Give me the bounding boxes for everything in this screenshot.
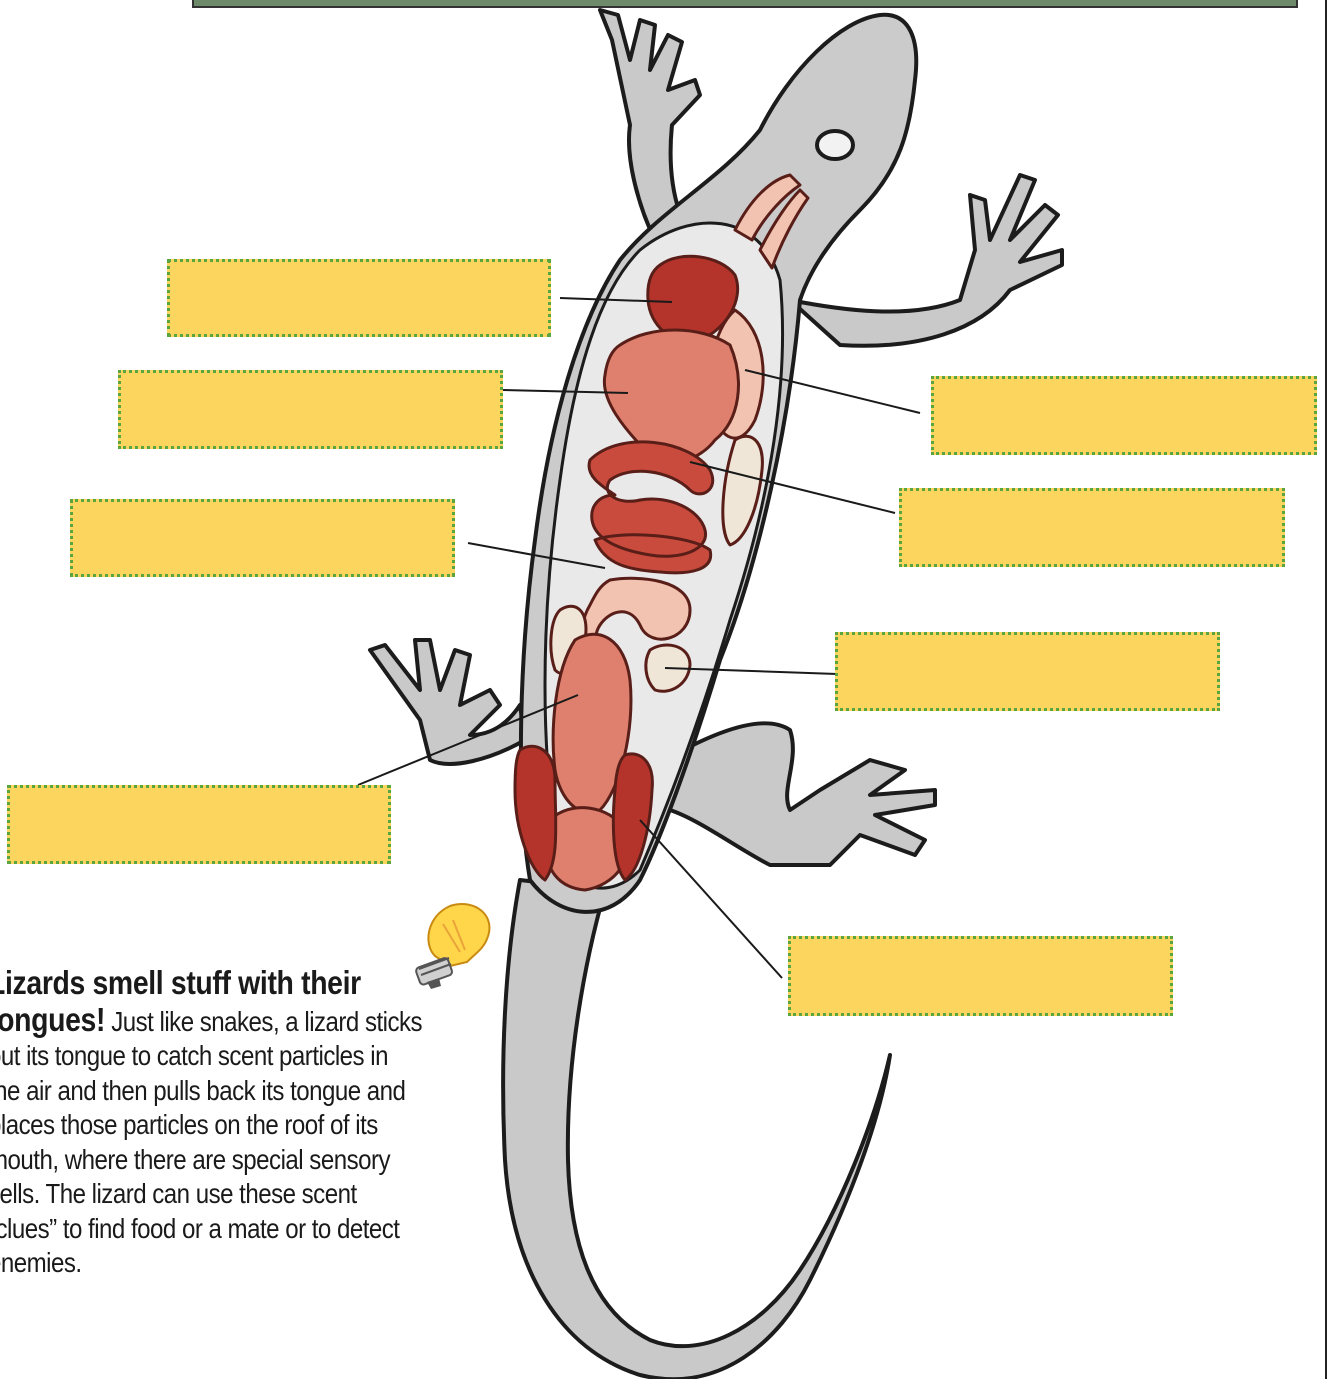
label-box-5[interactable]: [70, 499, 455, 577]
fun-fact: Lizards smell stuff with their tongues! …: [0, 966, 422, 1281]
label-box-4[interactable]: [899, 488, 1285, 567]
hind-left-leg: [370, 640, 525, 764]
label-box-7[interactable]: [7, 785, 391, 864]
hind-right-leg: [665, 723, 935, 865]
fun-fact-body: Just like snakes, a lizard sticks out it…: [0, 1006, 422, 1279]
lightbulb-icon: [405, 894, 495, 994]
label-box-6[interactable]: [835, 632, 1220, 711]
lizard-eye: [817, 131, 853, 159]
reproductive-left: [515, 746, 556, 880]
label-box-3[interactable]: [931, 376, 1317, 455]
label-box-2[interactable]: [118, 370, 503, 449]
label-box-1[interactable]: [167, 259, 551, 337]
label-box-8[interactable]: [788, 936, 1173, 1016]
